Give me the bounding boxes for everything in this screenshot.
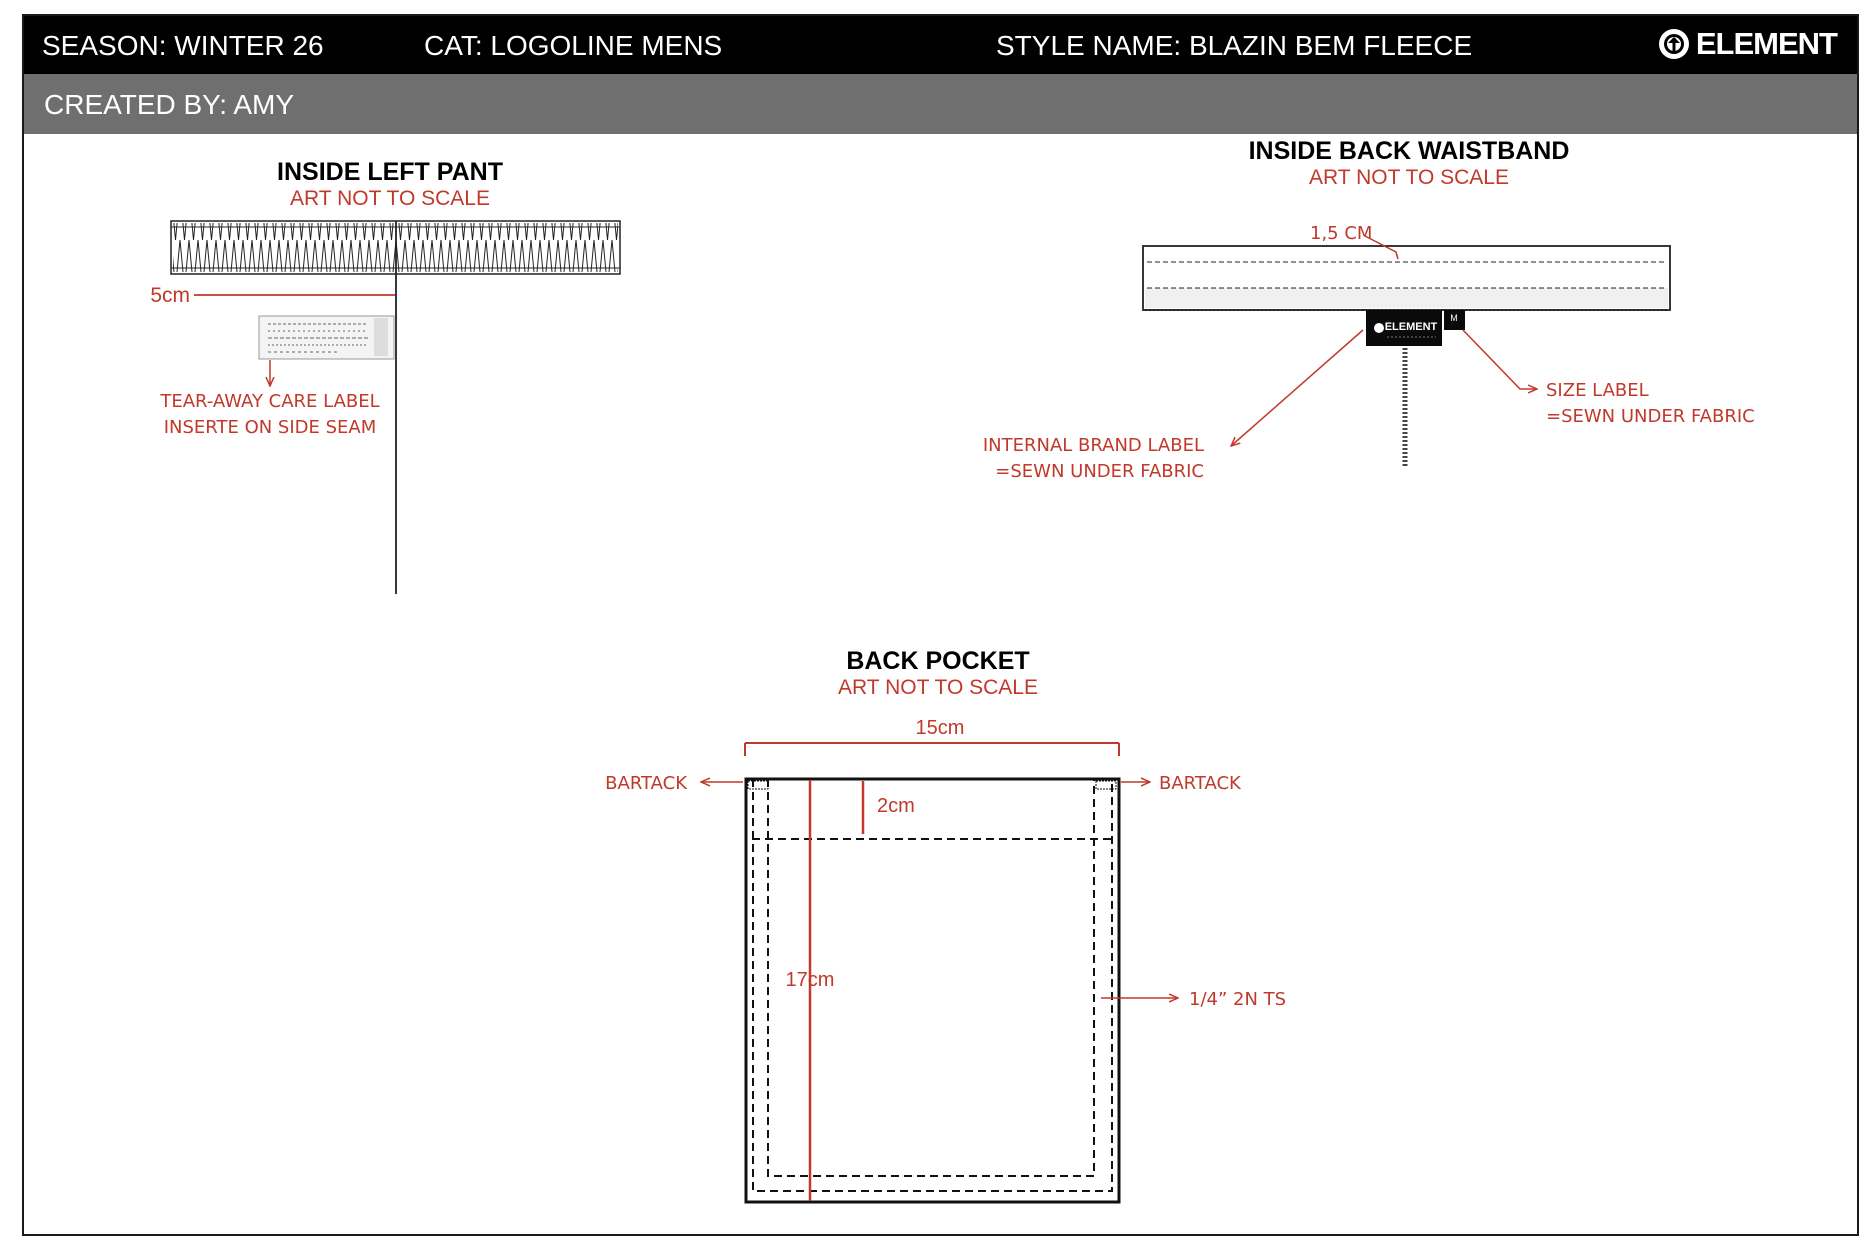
measure-1-5cm-label: 1,5 CM [1310,223,1372,244]
inside-back-waistband-title: INSIDE BACK WAISTBAND [1249,137,1570,165]
hem-depth-label: 2cm [877,795,915,817]
back-waistband [1142,245,1671,311]
back-pocket-scale-note: ART NOT TO SCALE [838,676,1038,699]
created-by-label: CREATED BY: AMY [44,89,294,120]
pocket-width-dimension [744,742,1120,756]
brand-label-text: ELEMENT [1385,321,1438,333]
care-label-callout-line2: INSERTE ON SIDE SEAM [164,417,377,438]
size-label-arrow [1462,329,1537,389]
size-label: M [1444,310,1465,330]
brand-label-callout-line2: =SEWN UNDER FABRIC [995,461,1204,482]
measure-1-5cm-leader [1364,235,1399,260]
brand-label-callout-line1: INTERNAL BRAND LABEL [983,435,1204,456]
header-bar: SEASON: WINTER 26 CAT: LOGOLINE MENS STY… [24,16,1857,74]
size-label-callout-line1: SIZE LABEL [1546,380,1649,401]
brand-label-arrow [1231,329,1364,446]
brand-wordmark: ELEMENT [1695,26,1838,61]
inside-back-waistband-scale-note: ART NOT TO SCALE [1309,166,1509,189]
inside-left-pant-scale-note: ART NOT TO SCALE [290,187,490,210]
size-label-callout-line2: =SEWN UNDER FABRIC [1546,406,1755,427]
back-pocket-title: BACK POCKET [846,647,1029,675]
style-name-label: STYLE NAME: BLAZIN BEM FLEECE [996,30,1473,61]
size-label-text: M [1450,313,1458,323]
care-label-icon [258,315,395,360]
tree-emblem-icon [1658,29,1689,59]
season-label: SEASON: WINTER 26 [42,30,324,61]
back-pocket-outline [744,777,1121,1204]
subheader-bar: CREATED BY: AMY [24,74,1857,134]
pocket-height-label: 17cm [786,969,835,991]
measure-5cm-label: 5cm [150,284,190,307]
stitch-label: 1/4” 2N TS [1189,989,1286,1010]
inside-left-pant-title: INSIDE LEFT PANT [277,158,503,186]
brand-logo: ELEMENT [1658,26,1838,61]
bartack-left-label: BARTACK [605,773,688,794]
internal-brand-label: ELEMENT [1366,310,1442,346]
pocket-width-label: 15cm [916,717,965,739]
care-label-callout-line1: TEAR-AWAY CARE LABEL [159,391,379,412]
inside-left-pant-section: INSIDE LEFT PANT ART NOT TO SCALE 5cm TE… [150,158,621,594]
bartack-right-label: BARTACK [1159,773,1242,794]
category-label: CAT: LOGOLINE MENS [424,30,723,61]
back-pocket-section: BACK POCKET ART NOT TO SCALE 15cm 17cm 2… [605,647,1286,1204]
inside-back-waistband-section: INSIDE BACK WAISTBAND ART NOT TO SCALE 1… [983,137,1755,482]
